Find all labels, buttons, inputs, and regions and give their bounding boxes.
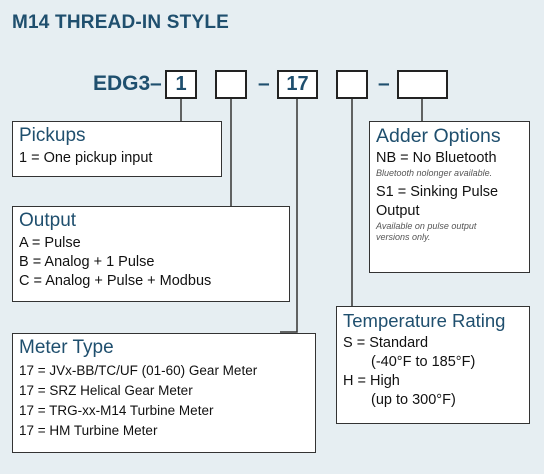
code-dash-2: – <box>258 72 270 95</box>
pickups-box: Pickups 1 = One pickup input <box>12 121 222 177</box>
temperature-h-range: (up to 300°F) <box>371 392 456 408</box>
adder-s1-line: S1 = Sinking Pulse <box>376 184 499 200</box>
output-line-a: A = Pulse <box>19 235 81 251</box>
connector-meter-type <box>280 99 298 333</box>
adder-options-heading: Adder Options <box>376 125 501 147</box>
code-slot-output <box>215 70 247 99</box>
meter-type-line: 17 = HM Turbine Meter <box>19 423 158 438</box>
adder-s1-line-2: Output <box>376 203 420 219</box>
adder-options-box: Adder Options NB = No Bluetooth Bluetoot… <box>369 121 530 273</box>
pickups-line: 1 = One pickup input <box>19 150 153 166</box>
output-box: Output A = Pulse B = Analog + 1 Pulse C … <box>12 206 290 302</box>
meter-type-line: 17 = TRG-xx-M14 Turbine Meter <box>19 403 214 418</box>
output-line-c: C = Analog + Pulse + Modbus <box>19 273 212 289</box>
code-slot-pickups: 1 <box>165 70 197 99</box>
temperature-s-range: (-40°F to 185°F) <box>371 354 476 370</box>
output-heading: Output <box>19 210 77 231</box>
code-slot-temperature <box>336 70 368 99</box>
code-dash-3: – <box>378 72 390 95</box>
adder-nb-line: NB = No Bluetooth <box>376 150 497 166</box>
output-line-b: B = Analog + 1 Pulse <box>19 254 155 270</box>
pickups-heading: Pickups <box>19 125 86 146</box>
code-slot-adder-options <box>397 70 448 99</box>
adder-nb-note: Bluetooth nolonger available. <box>376 168 493 178</box>
meter-type-heading: Meter Type <box>19 337 114 358</box>
adder-s1-note-2: versions only. <box>376 232 431 242</box>
page-title: M14 THREAD-IN STYLE <box>12 12 230 33</box>
code-dash-1: – <box>150 72 162 95</box>
meter-type-line: 17 = JVx-BB/TC/UF (01-60) Gear Meter <box>19 363 258 378</box>
connector-output <box>222 99 232 214</box>
meter-type-box: Meter Type 17 = JVx-BB/TC/UF (01-60) Gea… <box>12 333 316 453</box>
temperature-box: Temperature Rating S = Standard (-40°F t… <box>336 306 530 424</box>
temperature-s-line: S = Standard <box>343 335 429 351</box>
meter-type-line: 17 = SRZ Helical Gear Meter <box>19 383 193 398</box>
temperature-h-line: H = High <box>343 373 400 389</box>
adder-s1-note: Available on pulse output <box>376 221 477 231</box>
code-slot-meter-type: 17 <box>277 70 318 99</box>
temperature-heading: Temperature Rating <box>343 310 506 331</box>
model-prefix: EDG3 <box>93 72 151 95</box>
